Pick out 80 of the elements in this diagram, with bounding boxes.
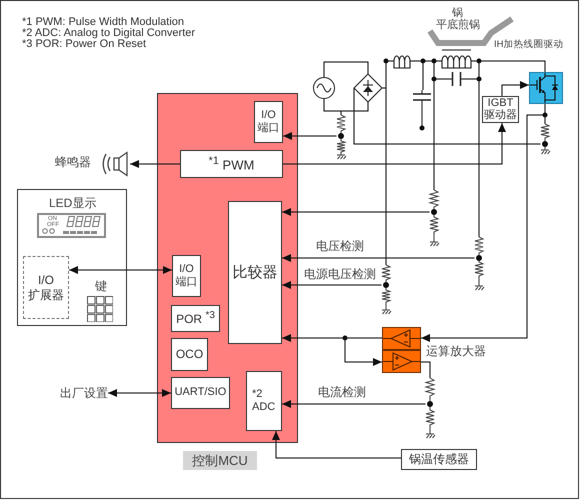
junction-dot-icon <box>342 336 348 340</box>
function-block: $^{*1}$ PWM <box>180 150 283 178</box>
wire <box>354 88 541 144</box>
control-panel <box>17 189 127 326</box>
chip-caption: 控制MCU <box>183 451 257 470</box>
keypad-label: 键 <box>95 280 107 294</box>
ac-source-symbol <box>313 77 335 99</box>
panel-title: LED显示 <box>49 197 96 211</box>
arrow <box>344 340 382 366</box>
junction-dot-icon <box>420 58 426 64</box>
wire <box>470 60 477 62</box>
voltage-divider-symbol <box>336 114 347 160</box>
capacitor-symbol <box>412 90 432 130</box>
junction-dot-icon <box>542 112 548 118</box>
wire <box>422 63 424 90</box>
wire <box>544 117 546 124</box>
wire <box>478 81 480 238</box>
junction-dot-icon <box>384 58 388 64</box>
inductor-symbol <box>393 55 411 69</box>
bridge-rectifier-symbol <box>353 73 383 103</box>
part-label: IH加热线圈驱动 <box>494 40 564 51</box>
junction-dot-icon <box>432 76 436 82</box>
junction-dot-icon <box>476 58 482 64</box>
voltage-divider-symbol <box>474 236 485 290</box>
arrow <box>282 334 343 342</box>
wire <box>436 60 442 62</box>
junction-dot-icon <box>432 58 436 64</box>
footnote: *2 ADC: Analog to Digital Converter <box>22 28 196 39</box>
double-arrow <box>68 266 172 274</box>
double-arrow <box>108 389 172 397</box>
arrow <box>130 160 180 168</box>
sensor-block: 锅温传感器 <box>401 449 477 470</box>
component-label: 蜂鸣器 <box>55 156 91 170</box>
arrow <box>282 254 475 262</box>
arrow <box>282 122 506 164</box>
arrow <box>420 114 543 342</box>
heating-coil-symbol <box>441 49 472 69</box>
wire <box>462 78 477 80</box>
wire <box>340 102 368 116</box>
wire <box>382 63 386 88</box>
arrow <box>282 208 430 216</box>
driver-block: IGBT 驱动器 <box>482 96 519 123</box>
part-label: 运算放大器 <box>426 345 486 357</box>
mcu-block <box>157 93 298 443</box>
function-block: UART/SIO <box>171 377 230 409</box>
voltage-divider-symbol <box>382 264 392 314</box>
function-block: I/O 端口 <box>254 101 283 143</box>
function-block: POR $^{*3}$ <box>171 305 220 332</box>
wire <box>481 60 546 72</box>
wire <box>410 60 421 62</box>
voltage-divider-symbol <box>428 190 440 246</box>
component-label: 出厂设置 <box>56 385 108 402</box>
footnote: *3 POR: Power On Reset <box>22 39 146 50</box>
arrow <box>282 132 337 140</box>
wire <box>425 60 432 62</box>
edge-label: 电压检测 <box>316 240 364 254</box>
function-block: I/O 端口 <box>172 255 201 297</box>
wire <box>388 60 394 62</box>
expander-block: I/O 扩展器 <box>23 256 69 319</box>
wire <box>436 78 451 80</box>
wire <box>544 104 546 113</box>
arrow <box>282 400 426 408</box>
part-label: 平底煎锅 <box>436 20 480 31</box>
function-block: *2 ADC <box>246 371 282 431</box>
wire <box>478 63 480 77</box>
function-block: OCO <box>171 338 208 371</box>
arrow <box>272 430 402 458</box>
arrow <box>282 281 382 289</box>
wire <box>324 62 368 78</box>
part-label: 锅 <box>452 8 463 19</box>
voltage-divider-symbol <box>424 378 436 438</box>
function-block: 比较器 <box>228 201 282 344</box>
capacitor-symbol <box>450 71 463 87</box>
shunt-resistor-symbol <box>540 124 551 154</box>
footnote: *1 PWM: Pulse Width Modulation <box>22 17 184 28</box>
arrow <box>502 81 530 96</box>
wire <box>420 362 430 378</box>
junction-dot-icon <box>476 76 482 82</box>
edge-label: 电源电压检测 <box>304 268 376 282</box>
edge-label: 电流检测 <box>318 386 366 400</box>
